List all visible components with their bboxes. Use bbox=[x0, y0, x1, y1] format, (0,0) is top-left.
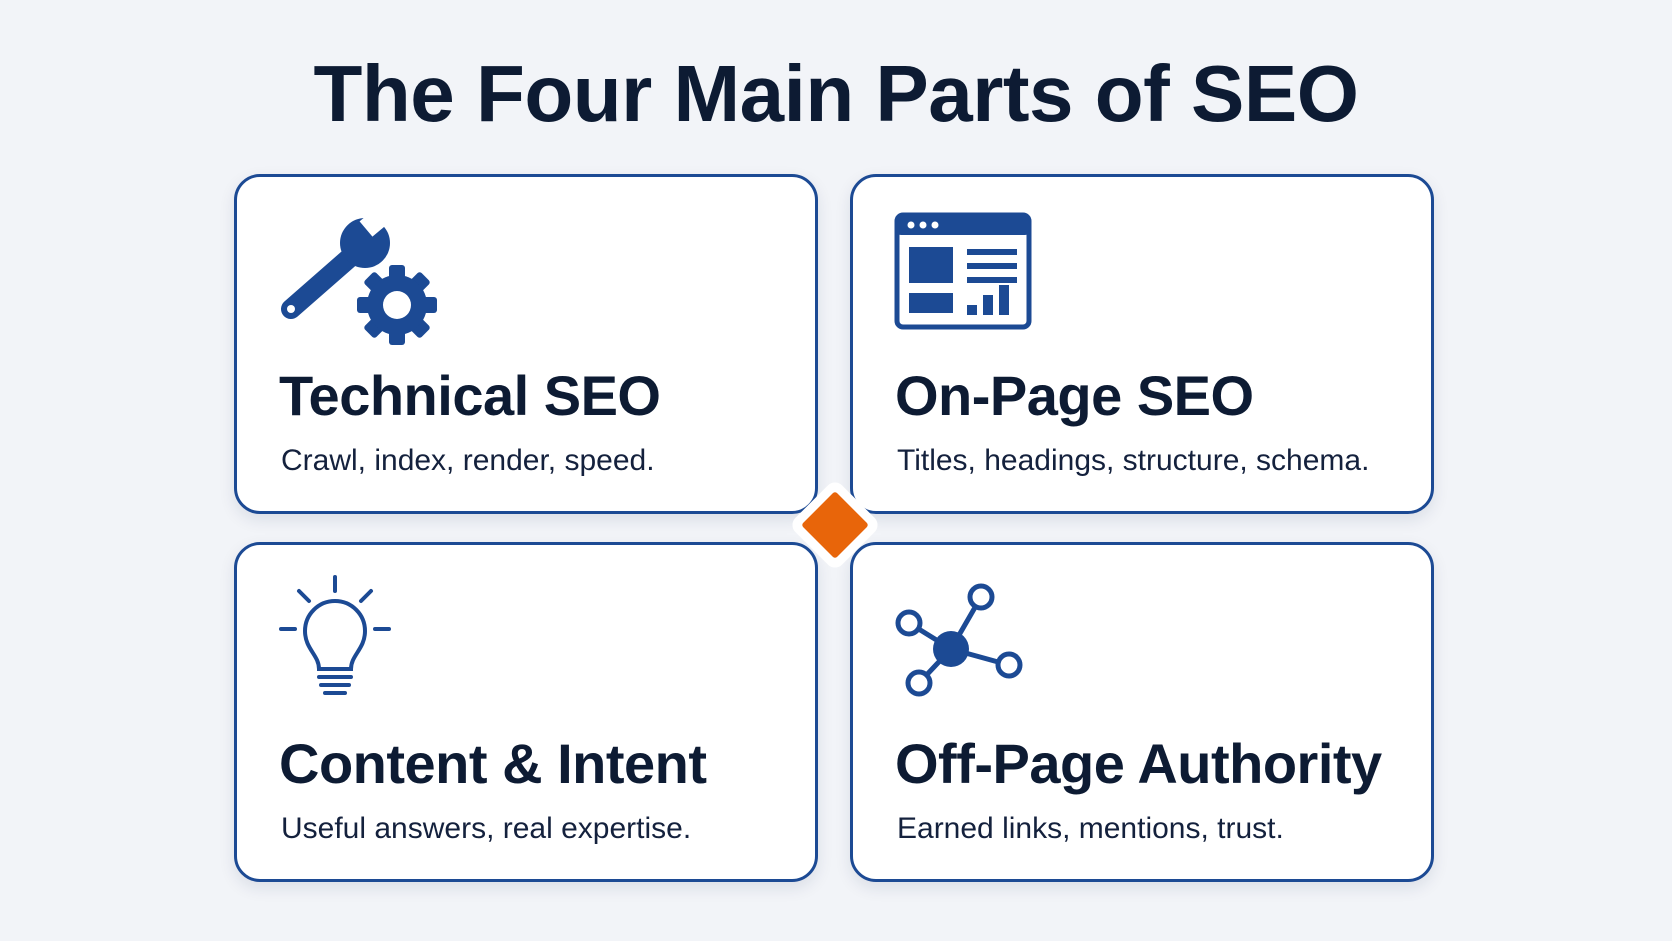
center-diamond-icon bbox=[790, 480, 880, 570]
card-title: Content & Intent bbox=[279, 732, 707, 795]
lightbulb-icon bbox=[275, 573, 455, 723]
card-description: Useful answers, real expertise. bbox=[281, 812, 692, 845]
card-title: On-Page SEO bbox=[895, 364, 1254, 427]
page-title: The Four Main Parts of SEO bbox=[313, 49, 1359, 138]
card-on-page-seo: On-Page SEO Titles, headings, structure,… bbox=[850, 174, 1434, 514]
card-title: Technical SEO bbox=[279, 364, 661, 427]
webpage-layout-icon bbox=[891, 205, 1071, 355]
card-title: Off-Page Authority bbox=[895, 732, 1382, 795]
card-off-page-authority: Off-Page Authority Earned links, mention… bbox=[850, 542, 1434, 882]
wrench-gear-icon bbox=[275, 205, 455, 355]
card-description: Titles, headings, structure, schema. bbox=[897, 444, 1370, 477]
card-technical-seo: Technical SEO Crawl, index, render, spee… bbox=[234, 174, 818, 514]
card-content-intent: Content & Intent Useful answers, real ex… bbox=[234, 542, 818, 882]
card-description: Earned links, mentions, trust. bbox=[897, 812, 1284, 845]
card-description: Crawl, index, render, speed. bbox=[281, 444, 655, 477]
network-nodes-icon bbox=[891, 573, 1071, 723]
